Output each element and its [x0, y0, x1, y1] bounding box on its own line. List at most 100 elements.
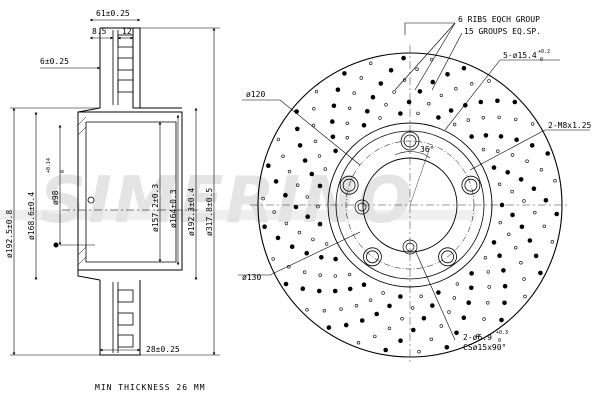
drilled-hole [304, 250, 310, 256]
drilled-hole [283, 281, 289, 287]
rib-marker [439, 324, 443, 328]
rib-marker [345, 136, 349, 140]
rib-marker [305, 195, 309, 199]
rib-marker [447, 310, 451, 314]
rib-marker [287, 169, 292, 174]
drilled-hole [275, 235, 281, 241]
drilled-hole [527, 238, 533, 243]
rib-marker [476, 333, 480, 338]
drilled-hole [297, 143, 303, 148]
rib-marker [452, 122, 457, 127]
rib-marker [519, 261, 523, 265]
drilled-hole [501, 268, 506, 273]
rib-marker [482, 317, 486, 321]
drilled-hole [512, 99, 518, 105]
drilled-hole [359, 318, 365, 323]
rib-marker [261, 196, 265, 201]
section-outline-top [77, 27, 182, 125]
rib-marker [384, 103, 388, 107]
drilled-hole [335, 87, 341, 92]
rib-marker [324, 242, 329, 246]
countersink-note-label: CSø15x90° [463, 343, 506, 352]
drilled-hole [461, 65, 467, 71]
drilled-hole [497, 253, 502, 258]
drilled-hole [300, 286, 306, 292]
drilled-hole [545, 151, 550, 156]
rib-marker [381, 291, 385, 295]
rib-marker [481, 115, 485, 120]
drilled-hole [469, 271, 474, 276]
rib-marker [523, 294, 527, 299]
drilled-hole [463, 103, 468, 108]
drilled-hole [305, 214, 311, 219]
rib-marker [313, 139, 318, 144]
drilled-hole [533, 253, 539, 259]
rib-marker [373, 334, 377, 339]
rib-marker [284, 221, 289, 226]
bolt-hole [342, 178, 356, 192]
drilled-holes [261, 55, 559, 354]
holes-tol-lower: 0 [540, 57, 543, 63]
rib-marker [486, 270, 490, 274]
rib-marker [387, 326, 392, 330]
rib-marker [392, 90, 396, 94]
drilled-hole [398, 111, 403, 116]
rib-marker [496, 149, 500, 153]
bore-tol-lower: 0 [60, 170, 66, 173]
drilled-hole [417, 89, 423, 94]
rib-marker [487, 285, 491, 289]
rib-marker [354, 304, 359, 308]
rib-marker [276, 137, 281, 142]
bolt-hole [461, 175, 481, 195]
drilled-hole [343, 322, 349, 328]
drilled-hole [491, 165, 497, 170]
drilled-hole [529, 143, 535, 148]
rib-marker [486, 301, 490, 305]
rib-marker [333, 274, 337, 278]
rib-marker [271, 257, 275, 261]
drilled-hole [543, 198, 549, 203]
rib-marker [513, 117, 518, 122]
drilled-hole [510, 212, 515, 218]
thickness-label: 28±0.25 [146, 345, 180, 354]
rib-marker [415, 67, 419, 71]
bolt-holes [339, 131, 481, 267]
rib-marker [452, 296, 456, 300]
rib-marker [487, 79, 491, 83]
drilled-hole [499, 202, 505, 208]
rib-marker [550, 240, 554, 244]
rib-marker [525, 159, 529, 163]
drilled-hole [347, 286, 353, 292]
drilled-hole [331, 103, 337, 109]
rib-marker [316, 204, 320, 209]
drilled-hole [378, 81, 384, 86]
drilled-hole [361, 123, 367, 128]
section-dim-lines [10, 18, 220, 356]
drilled-hole [436, 290, 441, 295]
angle-label: 36° [420, 145, 434, 154]
rib-marker [470, 82, 474, 86]
drilled-hole [514, 137, 519, 142]
seat-diameter-label: ø164±0.3 [169, 189, 178, 228]
drilled-hole [333, 148, 338, 154]
drilled-hole [309, 171, 315, 177]
holes-tol-upper: +0.2 [538, 49, 550, 55]
rib-marker [507, 232, 511, 237]
watermark-swoosh [0, 210, 479, 220]
drilled-hole [273, 179, 279, 184]
hat-profile [77, 111, 183, 271]
outer-diameter-label: ø192.5±0.8 [5, 210, 14, 258]
bolt-hole [339, 175, 359, 195]
drilled-hole [538, 270, 543, 276]
ribs-note-line2: 15 GROUPS EQ.SP. [464, 27, 541, 36]
pin-hole [354, 199, 370, 215]
front-view [250, 45, 570, 365]
bolt-hole [400, 131, 420, 151]
hub-diameter-label: ø157.2±0.3 [151, 184, 160, 232]
drilled-hole [317, 221, 323, 227]
rib-marker [513, 246, 518, 250]
rib-marker [368, 298, 373, 302]
rib-marker [510, 153, 515, 157]
rib-marker [533, 210, 537, 215]
